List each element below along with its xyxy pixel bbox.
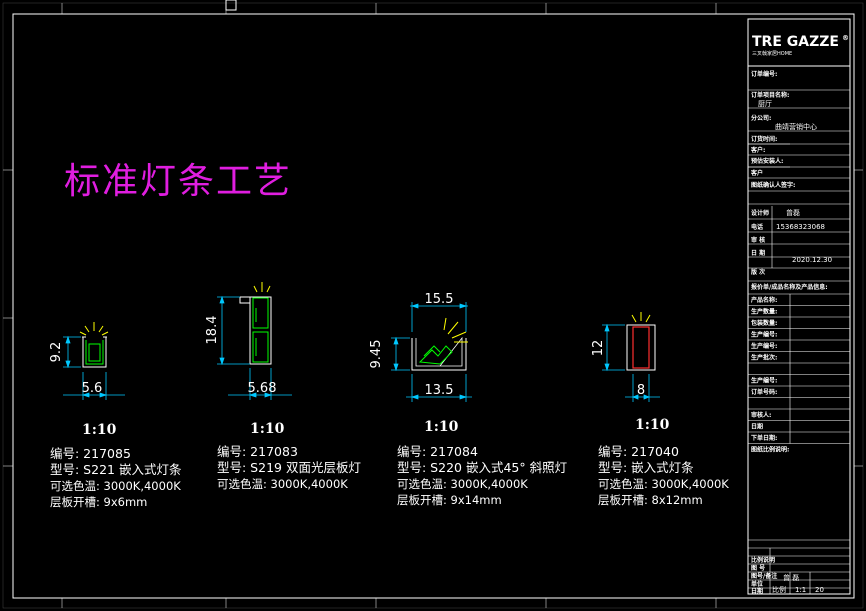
title-block-text: 设计师: [751, 209, 769, 217]
title-block-text: 生产批次:: [751, 354, 777, 362]
spec-block-217084: 编号: 217084 型号: S220 嵌入式45° 斜照灯 可选色温: 300…: [397, 444, 567, 508]
dim-width-s221: 5.6: [82, 381, 103, 396]
drawing-frame: [12, 13, 855, 599]
spec-line: 编号: 217083: [217, 444, 298, 459]
dim-height-s219: 18.4: [205, 316, 220, 345]
spec-line: 层板开槽: 9x6mm: [50, 495, 148, 509]
title-block-text: 20: [815, 586, 824, 594]
title-block-text: 生产编号:: [751, 331, 777, 339]
brand-logo: TRE GAZZE®: [752, 34, 849, 50]
page-title: 标准灯条工艺: [64, 161, 293, 202]
title-block-text: 生产编号:: [751, 377, 777, 385]
title-block-text: 产品名称:: [751, 296, 777, 304]
spec-line: 层板开槽: 9x14mm: [397, 493, 502, 507]
title-block-text: 厨厅: [758, 100, 772, 108]
title-block-text: 包装数量:: [751, 319, 777, 327]
title-block-text: 图纸比例说明:: [751, 446, 789, 454]
title-block-text: 客户:: [750, 146, 765, 154]
title-block-text: 曾磊: [786, 208, 800, 217]
title-block-text: 图 号: [751, 564, 765, 572]
profile-s220: 15.5 9.45 13.5: [369, 292, 472, 402]
title-block-text: 下单日期:: [751, 434, 777, 442]
title-block-text: 单位: [751, 580, 763, 588]
title-block-text: 图纸确认人签字:: [751, 181, 795, 189]
spec-line: 层板开槽: 8x12mm: [598, 493, 703, 507]
dim-top-s220: 15.5: [425, 292, 454, 307]
spec-line: 型号: S219 双面光层板灯: [217, 460, 361, 475]
dim-height-217040: 12: [591, 340, 606, 357]
title-block-text: 审 核: [751, 236, 765, 244]
title-block-text: 报价单/成品名称及产品信息:: [751, 283, 828, 291]
profile-s221: 9.2 5.6: [49, 322, 125, 400]
title-block-text: 审核人:: [751, 411, 771, 419]
title-block-text: 预估安装人:: [751, 157, 783, 165]
spec-block-217083: 编号: 217083 型号: S219 双面光层板灯 可选色温: 3000K,4…: [217, 444, 361, 492]
title-block-text: 曲靖营销中心: [775, 122, 817, 131]
spec-line: 型号: S220 嵌入式45° 斜照灯: [397, 460, 568, 475]
profile-s219: 18.4 5.68: [205, 282, 292, 400]
scale-label-1: 1:10: [82, 422, 117, 438]
dim-width-s219: 5.68: [248, 381, 277, 396]
scale-label-2: 1:10: [250, 421, 285, 437]
title-block-text: 比例: [772, 585, 786, 594]
title-block-text: 日期: [751, 587, 763, 595]
title-block-text: 订单号码:: [751, 388, 777, 396]
spec-line: 型号: S221 嵌入式灯条: [50, 462, 182, 477]
spec-line: 编号: 217040: [598, 444, 679, 459]
title-block-text: 生产编号:: [751, 342, 777, 350]
spec-block-217085: 编号: 217085 型号: S221 嵌入式灯条 可选色温: 3000K,40…: [50, 446, 181, 510]
dim-height-s221: 9.2: [49, 342, 64, 363]
title-block-text: 分公司:: [751, 114, 771, 122]
brand-subtitle: 三叉戟家居HOME: [752, 51, 793, 57]
title-block-text: 比例说明: [751, 556, 775, 564]
scale-label-4: 1:10: [635, 417, 670, 433]
title-block-text: 15368323068: [776, 223, 825, 231]
title-block-text: 订单项目名称:: [751, 91, 789, 99]
title-block-text: 生产数量:: [751, 308, 777, 316]
profile-217040: 12 8: [591, 312, 660, 402]
title-block-text: 2020.12.30: [792, 256, 832, 264]
title-block-text: 订货时间:: [751, 135, 777, 143]
title-block-text: 版 次: [750, 268, 765, 276]
title-block-text: 客户: [750, 169, 763, 177]
title-block-text: 1:1: [795, 586, 806, 594]
ucs-marker: [225, 0, 237, 11]
spec-line: 可选色温: 3000K,4000K: [217, 477, 348, 491]
dim-width-217040: 8: [637, 383, 645, 398]
dim-width-s220: 13.5: [425, 383, 454, 398]
title-block-text: 订单编号:: [751, 70, 777, 78]
title-block-text: 日期: [751, 423, 763, 431]
spec-line: 编号: 217085: [50, 446, 131, 461]
title-block-text: 电话: [751, 223, 763, 231]
spec-line: 可选色温: 3000K,4000K: [397, 477, 528, 491]
dim-height-s220: 9.45: [369, 340, 384, 369]
spec-line: 可选色温: 3000K,4000K: [50, 479, 181, 493]
spec-block-217040: 编号: 217040 型号: 嵌入式灯条 可选色温: 3000K,4000K 层…: [598, 444, 729, 508]
scale-label-3: 1:10: [424, 419, 459, 435]
title-block-text: 日 期: [751, 249, 765, 257]
title-block-text: 图号/备注: [751, 572, 777, 580]
spec-line: 型号: 嵌入式灯条: [598, 460, 694, 475]
spec-line: 编号: 217084: [397, 444, 478, 459]
spec-line: 可选色温: 3000K,4000K: [598, 477, 729, 491]
title-block-text: 曾 磊: [783, 573, 799, 582]
